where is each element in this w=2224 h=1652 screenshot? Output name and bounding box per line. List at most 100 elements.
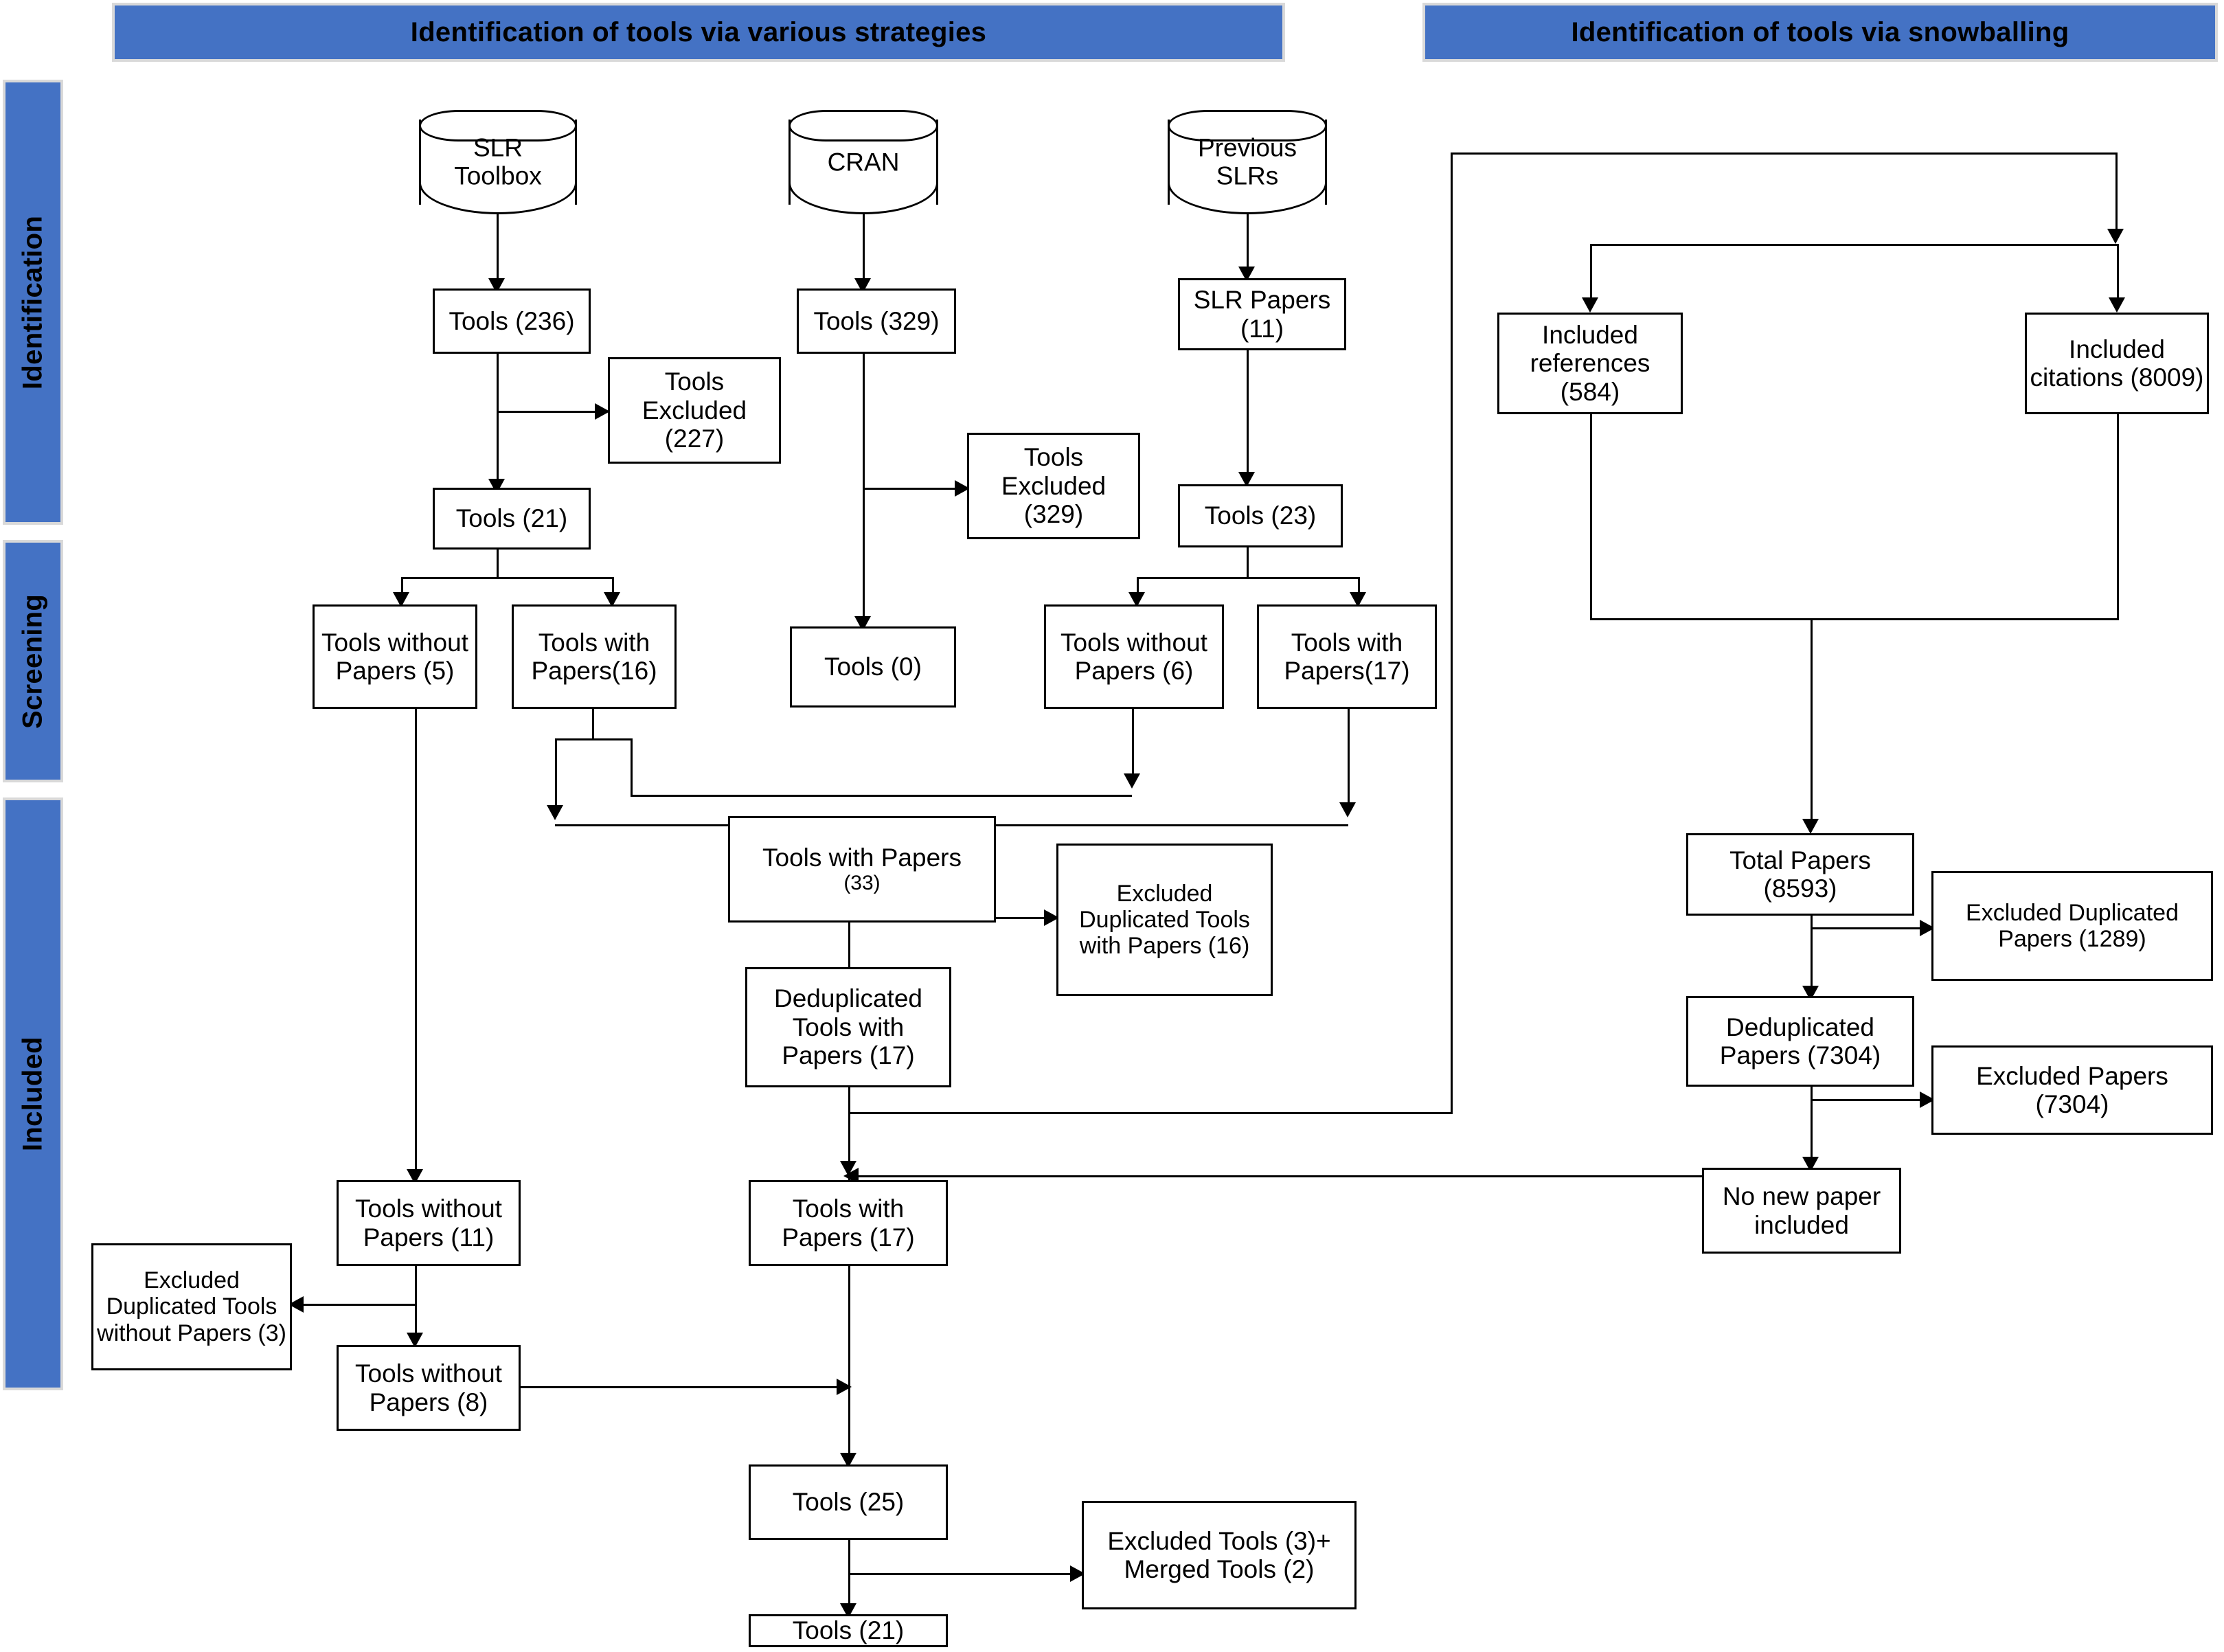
- node-excluded-dup-papers-1289-label: Excluded Duplicated Papers (1289): [1966, 899, 2179, 952]
- node-excluded-dup-tools-with-papers-16: Excluded Duplicated Tools with Papers (1…: [1056, 844, 1273, 996]
- stage-screening-label: Screening: [17, 593, 48, 729]
- arrowhead-down: [1339, 802, 1356, 817]
- node-tools-23-label: Tools (23): [1204, 501, 1317, 530]
- stage-band-identification: Identification: [5, 82, 60, 522]
- source-previous-slrs: Previous SLRs: [1168, 110, 1327, 214]
- connector-dedup-papers-down: [1811, 1087, 1813, 1162]
- node-slr-papers-11: SLR Papers (11): [1178, 278, 1346, 350]
- connector-twp17a-down: [1348, 709, 1350, 806]
- node-tools-excluded-227: Tools Excluded (227): [608, 357, 781, 464]
- cylinder-top-cap: [1168, 110, 1327, 142]
- node-excluded-dup-tools-with-papers-16-label: Excluded Duplicated Tools with Papers (1…: [1079, 880, 1250, 960]
- connector-twp17b-down: [848, 1266, 850, 1458]
- arrowhead-right: [1920, 920, 1935, 936]
- cylinder-bottom-cap: [788, 183, 938, 214]
- arrowhead-down: [2109, 297, 2125, 313]
- stage-included-label: Included: [17, 1037, 48, 1151]
- node-excluded-dup-papers-1289: Excluded Duplicated Papers (1289): [1931, 871, 2213, 981]
- node-tools-without-papers-5-label: Tools without Papers (5): [321, 628, 468, 685]
- node-tools-without-papers-8: Tools without Papers (8): [337, 1345, 521, 1431]
- header-band-strategies: Identification of tools via various stra…: [115, 5, 1282, 59]
- connector-cran-to-tools329: [863, 214, 865, 283]
- node-included-references-584: Included references (584): [1497, 313, 1683, 414]
- connector-refs-down: [1590, 414, 1592, 620]
- arrowhead-down: [604, 592, 620, 607]
- node-tools-with-papers-16: Tools with Papers(16): [512, 604, 677, 709]
- node-dedup-tools-with-papers-17: Deduplicated Tools with Papers (17): [745, 967, 951, 1087]
- connector-twp16-stem: [592, 709, 594, 740]
- node-tools-with-papers-17-b-label: Tools with Papers (17): [782, 1195, 915, 1252]
- stage-identification-label: Identification: [17, 215, 48, 389]
- header-strategies-label: Identification of tools via various stra…: [410, 16, 987, 47]
- arrowhead-down: [1582, 297, 1598, 313]
- connector-cits-down: [2117, 414, 2119, 620]
- connector-tools25-to-excludedmerged: [848, 1573, 1075, 1575]
- node-excluded-dup-tools-without-papers-3: Excluded Duplicated Tools without Papers…: [91, 1243, 292, 1370]
- node-included-citations-8009: Included citations (8009): [2025, 313, 2209, 414]
- node-slr-papers-11-label: SLR Papers (11): [1193, 286, 1331, 343]
- connector-dedup-to-excludedpapers: [1811, 1099, 1924, 1101]
- arrowhead-right: [595, 403, 610, 420]
- node-total-papers-8593: Total Papers (8593): [1686, 833, 1914, 916]
- node-tools-25-label: Tools (25): [792, 1488, 905, 1517]
- node-tools-236: Tools (236): [433, 288, 591, 354]
- node-tools-with-papers-17-a-label: Tools with Papers(17): [1284, 628, 1410, 685]
- node-no-new-paper-included-label: No new paper included: [1722, 1182, 1881, 1239]
- previous-slrs-line2: SLRs: [1216, 162, 1279, 190]
- node-tools-0: Tools (0): [790, 626, 956, 708]
- connector-tools21-right-drop: [612, 577, 614, 596]
- connector-twp16-right-leg: [631, 738, 633, 795]
- connector-nonewpaper-to-left: [859, 1175, 1703, 1177]
- node-tools-without-papers-11: Tools without Papers (11): [337, 1180, 521, 1266]
- arrowhead-down: [1124, 773, 1140, 789]
- snowball-split-bar: [1590, 244, 2119, 246]
- node-tools-329: Tools (329): [797, 288, 956, 354]
- connector-total-down: [1811, 916, 1813, 991]
- stage-band-screening: Screening: [5, 543, 60, 780]
- connector-tools21-left-drop: [401, 577, 403, 596]
- arrowhead-left: [288, 1296, 304, 1313]
- snowball-split-right-leg: [2117, 244, 2119, 302]
- node-excluded-dup-tools-without-papers-3-label: Excluded Duplicated Tools without Papers…: [97, 1267, 286, 1346]
- node-tools-236-label: Tools (236): [449, 306, 575, 335]
- node-excluded-merged-tools-label: Excluded Tools (3)+ Merged Tools (2): [1107, 1526, 1331, 1583]
- node-tools-21-a-label: Tools (21): [455, 504, 568, 533]
- arrowhead-down: [2107, 229, 2124, 244]
- arrowhead-right: [837, 1379, 852, 1395]
- arrowhead-right: [955, 480, 970, 497]
- node-tools-21-a: Tools (21): [433, 488, 591, 550]
- connector-twp16-bar: [555, 738, 631, 740]
- source-slr-toolbox: SLR Toolbox: [419, 110, 577, 214]
- arrowhead-down: [1238, 472, 1255, 487]
- node-tools-with-papers-33: Tools with Papers (33): [728, 816, 996, 923]
- connector-twop11-down: [415, 1266, 417, 1338]
- node-dedup-tools-with-papers-17-label: Deduplicated Tools with Papers (17): [774, 984, 922, 1070]
- cylinder-top-cap: [419, 110, 577, 142]
- node-tools-with-papers-33-label: Tools with Papers: [762, 843, 962, 872]
- stage-band-included: Included: [5, 800, 60, 1388]
- node-tools-with-papers-16-label: Tools with Papers(16): [531, 628, 657, 685]
- snowball-entry-top-bar: [1451, 152, 2117, 155]
- node-dedup-papers-7304: Deduplicated Papers (7304): [1686, 996, 1914, 1087]
- snowball-join-bar: [1590, 618, 2119, 620]
- arrowhead-down: [840, 1453, 856, 1468]
- connector-tools21-split-bar: [401, 577, 614, 579]
- connector-twp16-left-leg: [555, 738, 557, 811]
- node-tools-23: Tools (23): [1178, 484, 1343, 547]
- node-tools-0-label: Tools (0): [824, 653, 922, 681]
- connector-twp33-down: [848, 923, 850, 1005]
- node-tools-329-label: Tools (329): [813, 306, 940, 335]
- node-total-papers-8593-label: Total Papers (8593): [1729, 846, 1871, 903]
- arrowhead-down: [1350, 592, 1366, 607]
- arrowhead-right: [1920, 1091, 1935, 1108]
- node-excluded-merged-tools: Excluded Tools (3)+ Merged Tools (2): [1082, 1501, 1357, 1609]
- connector-tools23-split-bar: [1137, 577, 1360, 579]
- node-excluded-papers-7304-label: Excluded Papers (7304): [1976, 1061, 2168, 1118]
- connector-total-to-exclduppapers: [1811, 927, 1924, 929]
- node-tools-with-papers-33-count: (33): [843, 872, 881, 895]
- node-included-references-584-label: Included references (584): [1530, 320, 1650, 406]
- cran-line1: CRAN: [827, 148, 900, 177]
- node-tools-excluded-329-label: Tools Excluded (329): [1001, 443, 1107, 529]
- source-cran: CRAN: [788, 110, 938, 214]
- connector-twop6-down: [1132, 709, 1134, 778]
